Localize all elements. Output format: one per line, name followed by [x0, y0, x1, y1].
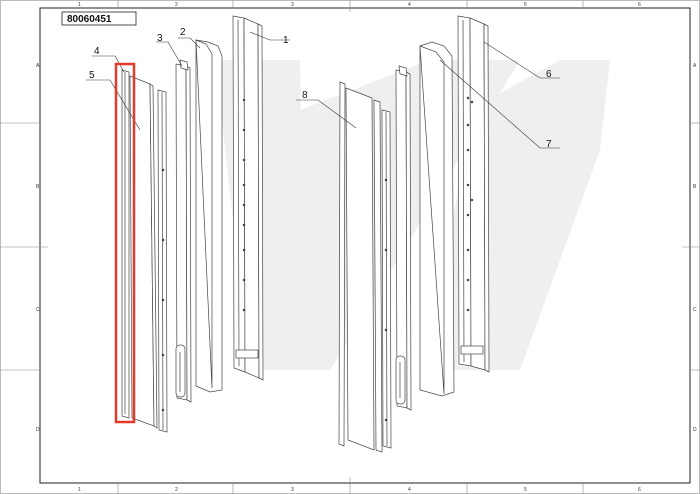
zone-left-c: C	[36, 307, 40, 313]
callout-5: 5	[89, 70, 95, 81]
watermark-logo	[215, 60, 610, 370]
callout-4: 4	[94, 46, 100, 57]
callout-1: 1	[283, 35, 289, 46]
part-8-panel	[338, 81, 383, 453]
left-assembly	[121, 15, 264, 433]
zone-right-b: B	[693, 184, 697, 190]
highlight-box-part-4	[114, 62, 136, 424]
zone-bottom-2: 2	[175, 487, 178, 493]
zone-left-d: D	[36, 427, 40, 433]
zone-left-a: A	[36, 63, 40, 69]
channel-strip	[157, 89, 168, 433]
zone-bottom-6: 6	[638, 487, 641, 493]
zone-bottom-5: 5	[524, 487, 527, 493]
inner-frame	[39, 7, 691, 484]
zone-top-3: 3	[291, 2, 294, 8]
right-assembly	[338, 15, 490, 453]
zone-top-4: 4	[408, 2, 411, 8]
right-channel-strip	[381, 109, 392, 449]
zone-right-d: D	[693, 427, 697, 433]
part-2-cover	[195, 39, 223, 393]
drawing-number: 80060451	[67, 14, 112, 25]
part-3-profile	[175, 59, 192, 403]
zone-top-1: 1	[78, 2, 81, 8]
zone-bottom-3: 3	[291, 487, 294, 493]
part-6-post	[457, 15, 490, 373]
zone-top-6: 6	[638, 2, 641, 8]
zone-left-b: B	[36, 184, 40, 190]
callout-leaders	[86, 31, 560, 149]
zone-bottom-4: 4	[408, 487, 411, 493]
callout-7: 7	[546, 139, 552, 150]
zone-top-5: 5	[524, 2, 527, 8]
drawing-number-box	[61, 11, 137, 26]
zone-bottom-1: 1	[78, 487, 81, 493]
part-1-post	[232, 15, 264, 381]
callout-6: 6	[546, 69, 552, 80]
part-7-cover	[419, 41, 455, 397]
callout-8: 8	[302, 90, 308, 101]
zone-right-a: A	[693, 63, 697, 69]
part-4-rod	[121, 69, 130, 419]
callout-3: 3	[157, 33, 163, 44]
zone-right-c: C	[693, 307, 697, 313]
zone-top-2: 2	[175, 2, 178, 8]
callout-2: 2	[180, 27, 186, 38]
right-profile	[395, 65, 412, 411]
part-5-panel	[129, 75, 158, 429]
